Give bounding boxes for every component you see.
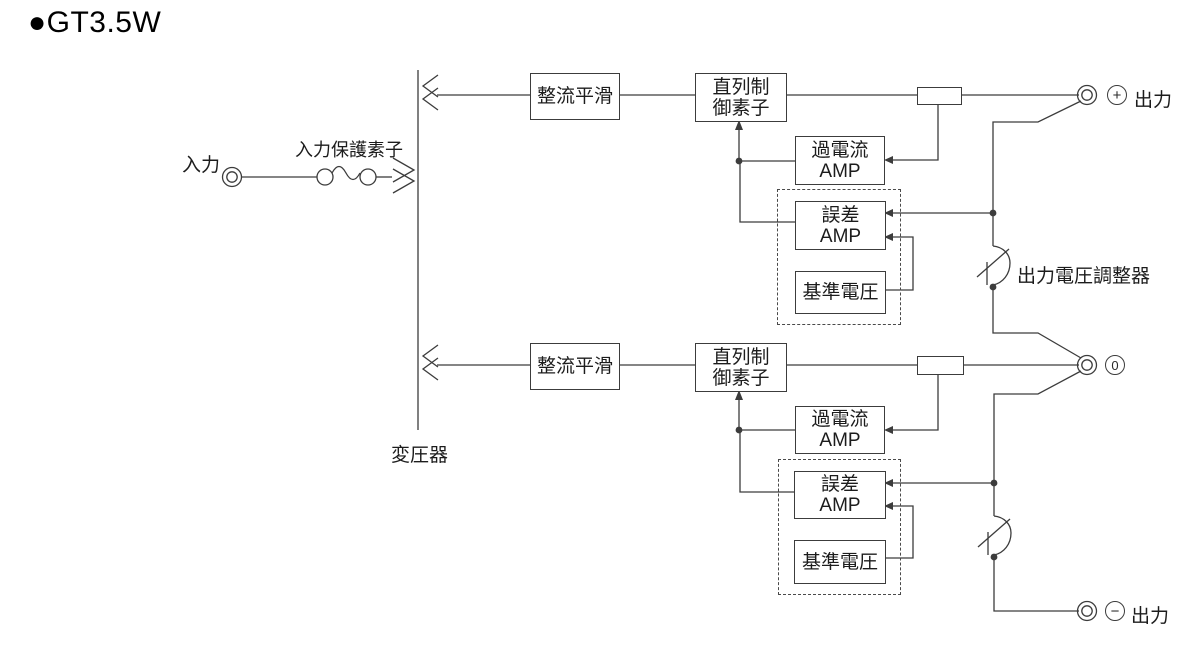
junction-dot [735, 157, 743, 165]
secondary-winding-bottom-icon [421, 344, 439, 381]
ch2-rectifier-label: 整流平滑 [536, 356, 613, 377]
ch2-error-amp-label-2: AMP [819, 495, 861, 516]
secondary-winding-top-icon [421, 74, 439, 111]
arrow-into-series2 [735, 390, 743, 400]
ch2-sense-resistor [917, 356, 964, 375]
ch2-rectifier-block: 整流平滑 [530, 343, 620, 390]
arrow-into-ocp1 [884, 156, 893, 164]
negative-output-label: 出力 [1131, 606, 1170, 627]
junction-dot [735, 426, 743, 434]
ch1-sense-resistor [917, 87, 962, 105]
ch1-error-amp-label-2: AMP [819, 225, 862, 247]
ch2-error-amp-label-1: 誤差 [820, 474, 859, 495]
ch1-overcurrent-label-2: AMP [819, 160, 861, 182]
ch1-reference-voltage-block: 基準電圧 [795, 271, 886, 314]
ch2-control-wires [735, 373, 991, 559]
transformer-icon [392, 70, 439, 430]
transformer-label: 変圧器 [391, 445, 449, 466]
fuse-icon [316, 165, 377, 186]
ch2-series-control-label-2: 御素子 [712, 367, 770, 389]
ch2-series-control-label-1: 直列制 [712, 346, 770, 368]
plus-sign: + [1112, 86, 1122, 104]
page-title: ●GT3.5W [28, 6, 162, 39]
ch2-main-line [437, 364, 1082, 483]
ch1-series-control-label-2: 御素子 [712, 97, 770, 119]
ch2-error-amp-block: 誤差 AMP [794, 471, 886, 519]
arrow-into-ocp2 [884, 426, 893, 434]
ch1-reference-label: 基準電圧 [802, 282, 879, 303]
ch1-rectifier-block: 整流平滑 [530, 73, 620, 120]
arrow-into-err2-sense [884, 479, 893, 487]
arrow-into-err2-ref [884, 502, 893, 510]
ch2-series-control-block: 直列制 御素子 [695, 343, 787, 392]
ch1-series-control-block: 直列制 御素子 [695, 73, 787, 122]
ch2-reference-label: 基準電圧 [801, 551, 878, 573]
ch1-error-amp-block: 誤差 AMP [795, 201, 886, 250]
input-terminal-icon [221, 166, 243, 188]
ch1-sense-bus [976, 209, 1082, 359]
ch1-regulator-dashed-box [777, 189, 901, 325]
potentiometer-icon [976, 245, 1011, 286]
zero-icon: 0 [1105, 355, 1125, 375]
ch1-error-amp-label-1: 誤差 [821, 204, 860, 226]
minus-icon: − [1105, 601, 1125, 621]
common-output-terminal-icon [1076, 354, 1098, 376]
ch1-overcurrent-label-1: 過電流 [811, 139, 869, 161]
ch2-reference-voltage-block: 基準電圧 [794, 540, 886, 584]
arrow-into-series1 [735, 120, 743, 130]
ch2-overcurrent-amp-block: 過電流 AMP [795, 406, 885, 454]
primary-winding-icon [392, 157, 416, 194]
arrow-into-err1-sense [884, 209, 893, 217]
zero-sign: 0 [1111, 357, 1119, 373]
plus-icon: + [1107, 85, 1127, 105]
ch2-overcurrent-label-2: AMP [819, 430, 861, 451]
negative-output-terminal-icon [1076, 600, 1098, 622]
ch2-overcurrent-label-1: 過電流 [811, 409, 869, 430]
output-adjuster-label: 出力電圧調整器 [1017, 266, 1151, 287]
ch2-regulator-dashed-box [778, 459, 901, 595]
input-protection-label: 入力保護素子 [295, 140, 403, 160]
ch1-rectifier-label: 整流平滑 [536, 86, 613, 107]
positive-output-terminal-icon [1076, 84, 1098, 106]
arrow-into-err1-ref [884, 233, 893, 241]
minus-sign: − [1110, 602, 1120, 620]
ch1-series-control-label-1: 直列制 [712, 76, 770, 98]
ch1-main-line [437, 94, 1082, 213]
potentiometer-icon [977, 515, 1012, 556]
ch1-control-wires [735, 103, 990, 291]
ch2-sense-bus [977, 479, 1079, 612]
positive-output-label: 出力 [1134, 90, 1173, 111]
ch1-overcurrent-amp-block: 過電流 AMP [795, 136, 885, 185]
input-label: 入力 [182, 155, 221, 176]
